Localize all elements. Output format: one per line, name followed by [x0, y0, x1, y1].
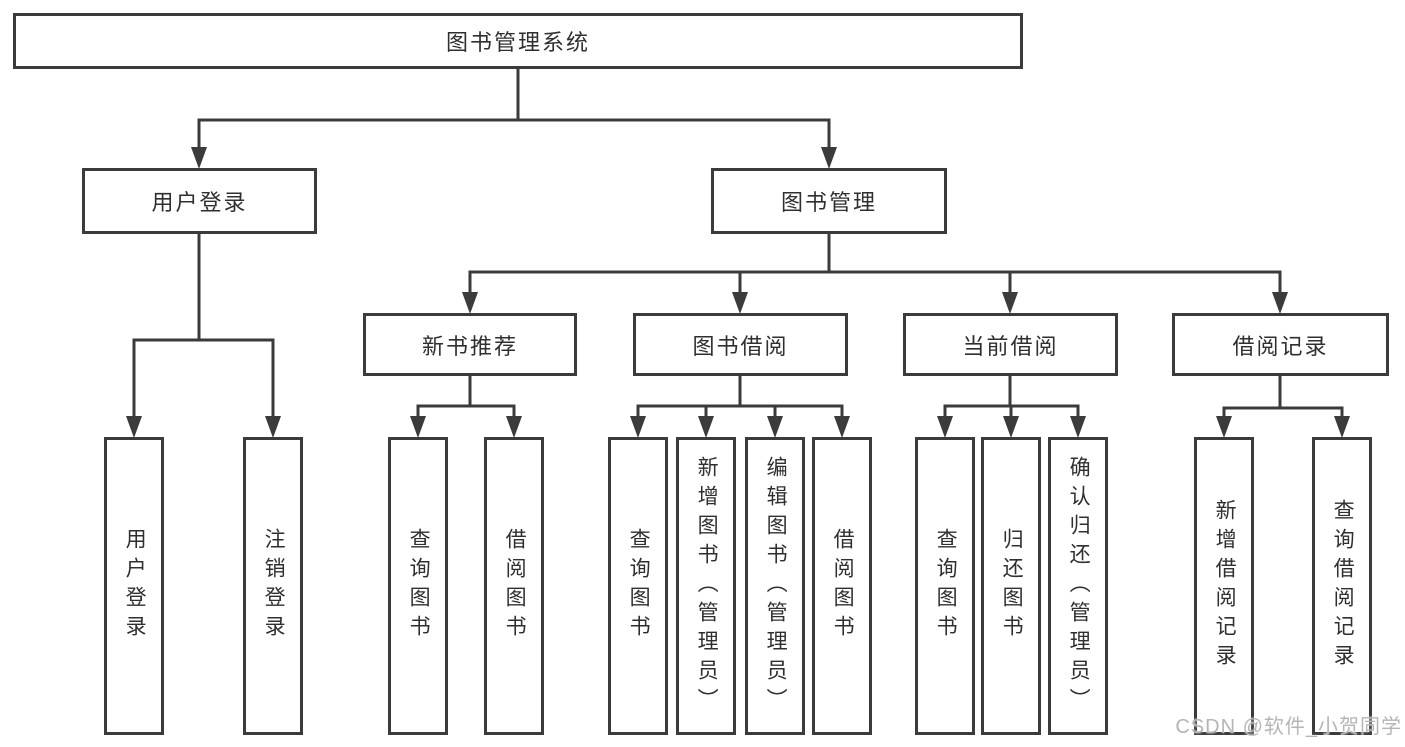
node-book-borrowing: 图书借阅: [633, 313, 848, 376]
arrowhead-down-icon: [698, 416, 714, 438]
arrowhead-down-icon: [1003, 416, 1019, 438]
leaf-current-confirm-return-admin: 确认归还（管理员）: [1048, 437, 1108, 735]
node-label: 查询图书: [627, 528, 651, 644]
arrowhead-down-icon: [834, 416, 850, 438]
node-current-borrowing: 当前借阅: [903, 313, 1118, 376]
arrowhead-down-icon: [937, 416, 953, 438]
node-user-login: 用户登录: [82, 168, 317, 234]
arrowhead-down-icon: [630, 416, 646, 438]
leaf-logout: 注销登录: [243, 437, 303, 735]
node-label: 借阅图书: [831, 528, 855, 644]
node-label: 确认归还（管理员）: [1067, 455, 1091, 717]
leaf-borrowing-edit-books-admin: 编辑图书（管理员）: [745, 437, 805, 735]
leaf-user-login: 用户登录: [104, 437, 164, 735]
node-new-book-recommend: 新书推荐: [363, 313, 577, 376]
node-label: 图书借阅: [692, 333, 789, 359]
arrowhead-down-icon: [1216, 416, 1232, 438]
node-label: 当前借阅: [962, 333, 1059, 359]
arrowhead-down-icon: [767, 416, 783, 438]
node-label: 图书管理: [780, 190, 877, 215]
node-label: 查询图书: [934, 528, 958, 644]
leaf-current-return-books: 归还图书: [981, 437, 1041, 735]
node-book-management: 图书管理: [711, 168, 947, 234]
arrowhead-down-icon: [1272, 292, 1288, 314]
node-label: 新增图书（管理员）: [695, 455, 719, 717]
node-label: 查询图书: [407, 528, 431, 644]
node-label: 编辑图书（管理员）: [764, 455, 788, 717]
arrowhead-down-icon: [126, 416, 142, 438]
leaf-current-query-books: 查询图书: [915, 437, 975, 735]
arrowhead-down-icon: [410, 416, 426, 438]
leaf-borrowing-add-books-admin: 新增图书（管理员）: [676, 437, 736, 735]
node-label: 查询借阅记录: [1331, 499, 1355, 673]
leaf-borrowing-query-books: 查询图书: [608, 437, 668, 735]
arrowhead-down-icon: [462, 292, 478, 314]
leaf-newbook-query-books: 查询图书: [388, 437, 448, 735]
csdn-watermark: CSDN @软件_小贺同学: [1175, 716, 1402, 738]
node-label: 注销登录: [262, 528, 286, 644]
node-label: 新增借阅记录: [1213, 499, 1237, 673]
leaf-records-add-record: 新增借阅记录: [1194, 437, 1254, 735]
leaf-records-query-record: 查询借阅记录: [1312, 437, 1372, 735]
arrowhead-down-icon: [821, 147, 837, 169]
arrowhead-down-icon: [191, 147, 207, 169]
node-label: 用户登录: [151, 190, 248, 215]
arrowhead-down-icon: [265, 416, 281, 438]
arrowhead-down-icon: [1334, 416, 1350, 438]
arrowhead-down-icon: [1070, 416, 1086, 438]
node-label: 图书管理系统: [445, 30, 590, 55]
leaf-borrowing-borrow-books: 借阅图书: [812, 437, 872, 735]
node-borrowing-records: 借阅记录: [1172, 313, 1389, 376]
node-label: 借阅图书: [503, 528, 527, 644]
arrowhead-down-icon: [506, 416, 522, 438]
node-label: 借阅记录: [1232, 333, 1329, 359]
arrowhead-down-icon: [1002, 292, 1018, 314]
node-label: 用户登录: [123, 528, 147, 644]
node-library-management-system: 图书管理系统: [13, 13, 1023, 69]
leaf-newbook-borrow-books: 借阅图书: [484, 437, 544, 735]
node-label: 归还图书: [1000, 528, 1024, 644]
node-label: 新书推荐: [421, 333, 518, 359]
arrowhead-down-icon: [732, 292, 748, 314]
